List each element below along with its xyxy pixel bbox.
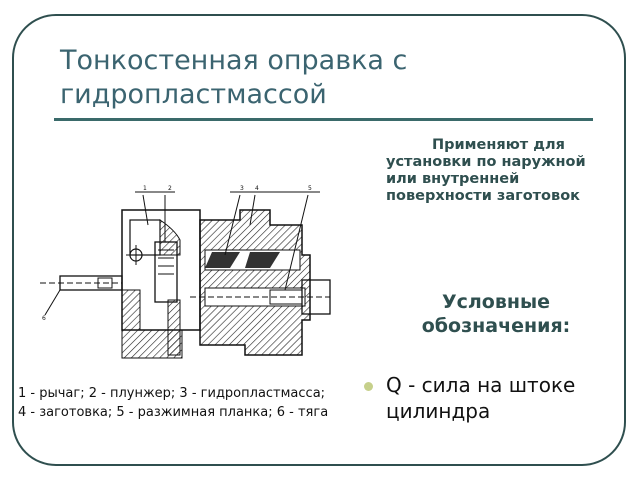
left-shank [40,275,123,316]
callout-1: 1 [143,185,147,192]
legend-heading: Условные обозначения: [421,291,571,337]
bullet-icon [364,382,373,391]
plunger [154,241,181,356]
figure-caption: 1 - рычаг; 2 - плунжер; 3 - гидропластма… [18,384,398,422]
caption-line-1: 1 - рычаг; 2 - плунжер; 3 - гидропластма… [18,386,326,401]
mandrel-technical-drawing: 1 2 3 4 5 6 [40,185,331,359]
caption-line-2: 4 - заготовка; 5 - разжимная планка; 6 -… [18,405,329,420]
legend-bullet-text: Q - сила на штоке цилиндра [386,373,576,423]
callout-6: 6 [42,315,46,322]
callout-4: 4 [255,185,259,192]
mandrel-body [190,209,331,356]
callout-5: 5 [308,185,312,192]
callout-labels: 1 2 3 4 5 6 [42,185,312,322]
slide-frame [12,14,626,466]
callout-3: 3 [240,185,244,192]
lever-assembly [121,209,201,359]
callout-2: 2 [168,185,172,192]
slide-title: Тонкостенная оправка с гидропластмассой [60,45,408,110]
callout-leaders [135,191,320,291]
application-text: Применяют для установки по наружной или … [386,137,586,204]
title-divider [54,118,593,121]
